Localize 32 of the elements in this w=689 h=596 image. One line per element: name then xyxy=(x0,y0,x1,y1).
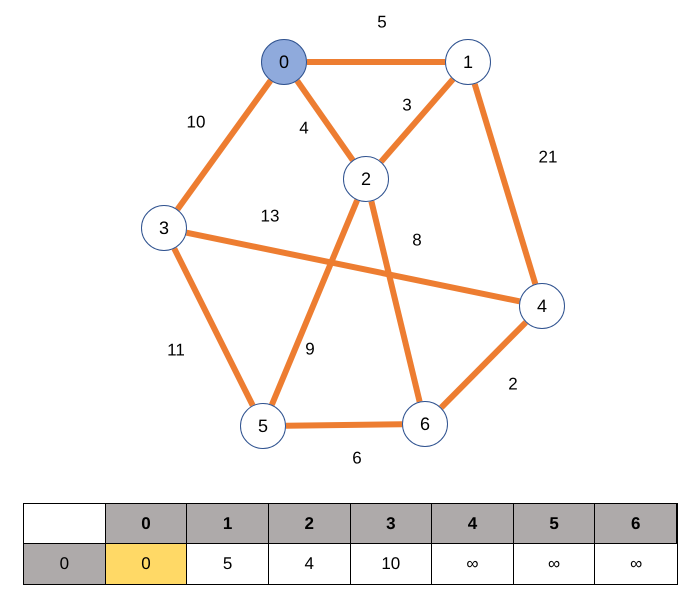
edge-weight-label: 13 xyxy=(258,208,282,224)
table-header-cell: 1 xyxy=(187,504,269,544)
table-header-cell: 6 xyxy=(595,504,677,544)
row-header-cell: 0 xyxy=(24,544,106,584)
table-header-cell: 4 xyxy=(432,504,514,544)
table-header-cell: 3 xyxy=(350,504,432,544)
graph-edge xyxy=(269,199,360,406)
graph-edge xyxy=(368,200,423,402)
table-cell: 10 xyxy=(350,544,432,584)
table-header-cell: 2 xyxy=(268,504,350,544)
graph-edge xyxy=(472,83,538,285)
edge-weight-label: 9 xyxy=(303,340,317,358)
edge-weight-label: 5 xyxy=(375,14,389,30)
graph-edge xyxy=(439,320,528,410)
edge-weight-label: 2 xyxy=(506,376,520,392)
graph-edge xyxy=(286,421,402,429)
edge-weight-label: 10 xyxy=(184,114,208,130)
graph-edge xyxy=(307,59,445,65)
graph-edge xyxy=(172,247,256,407)
graph-edge xyxy=(175,78,273,212)
graph-edge xyxy=(186,230,520,304)
edge-weight-label: 3 xyxy=(400,96,414,114)
graph-edge xyxy=(378,77,456,164)
edge-weight-label: 11 xyxy=(165,342,187,358)
edge-weight-label: 6 xyxy=(350,450,364,466)
edge-weight-label: 21 xyxy=(536,148,560,166)
edge-weight-label: 4 xyxy=(297,120,311,136)
table-cell: 0 xyxy=(106,544,188,584)
table-header-cell: 0 xyxy=(106,504,188,544)
graph-edge xyxy=(294,79,356,162)
edge-weight-label: 8 xyxy=(410,232,424,248)
table-header-cell: 5 xyxy=(514,504,596,544)
